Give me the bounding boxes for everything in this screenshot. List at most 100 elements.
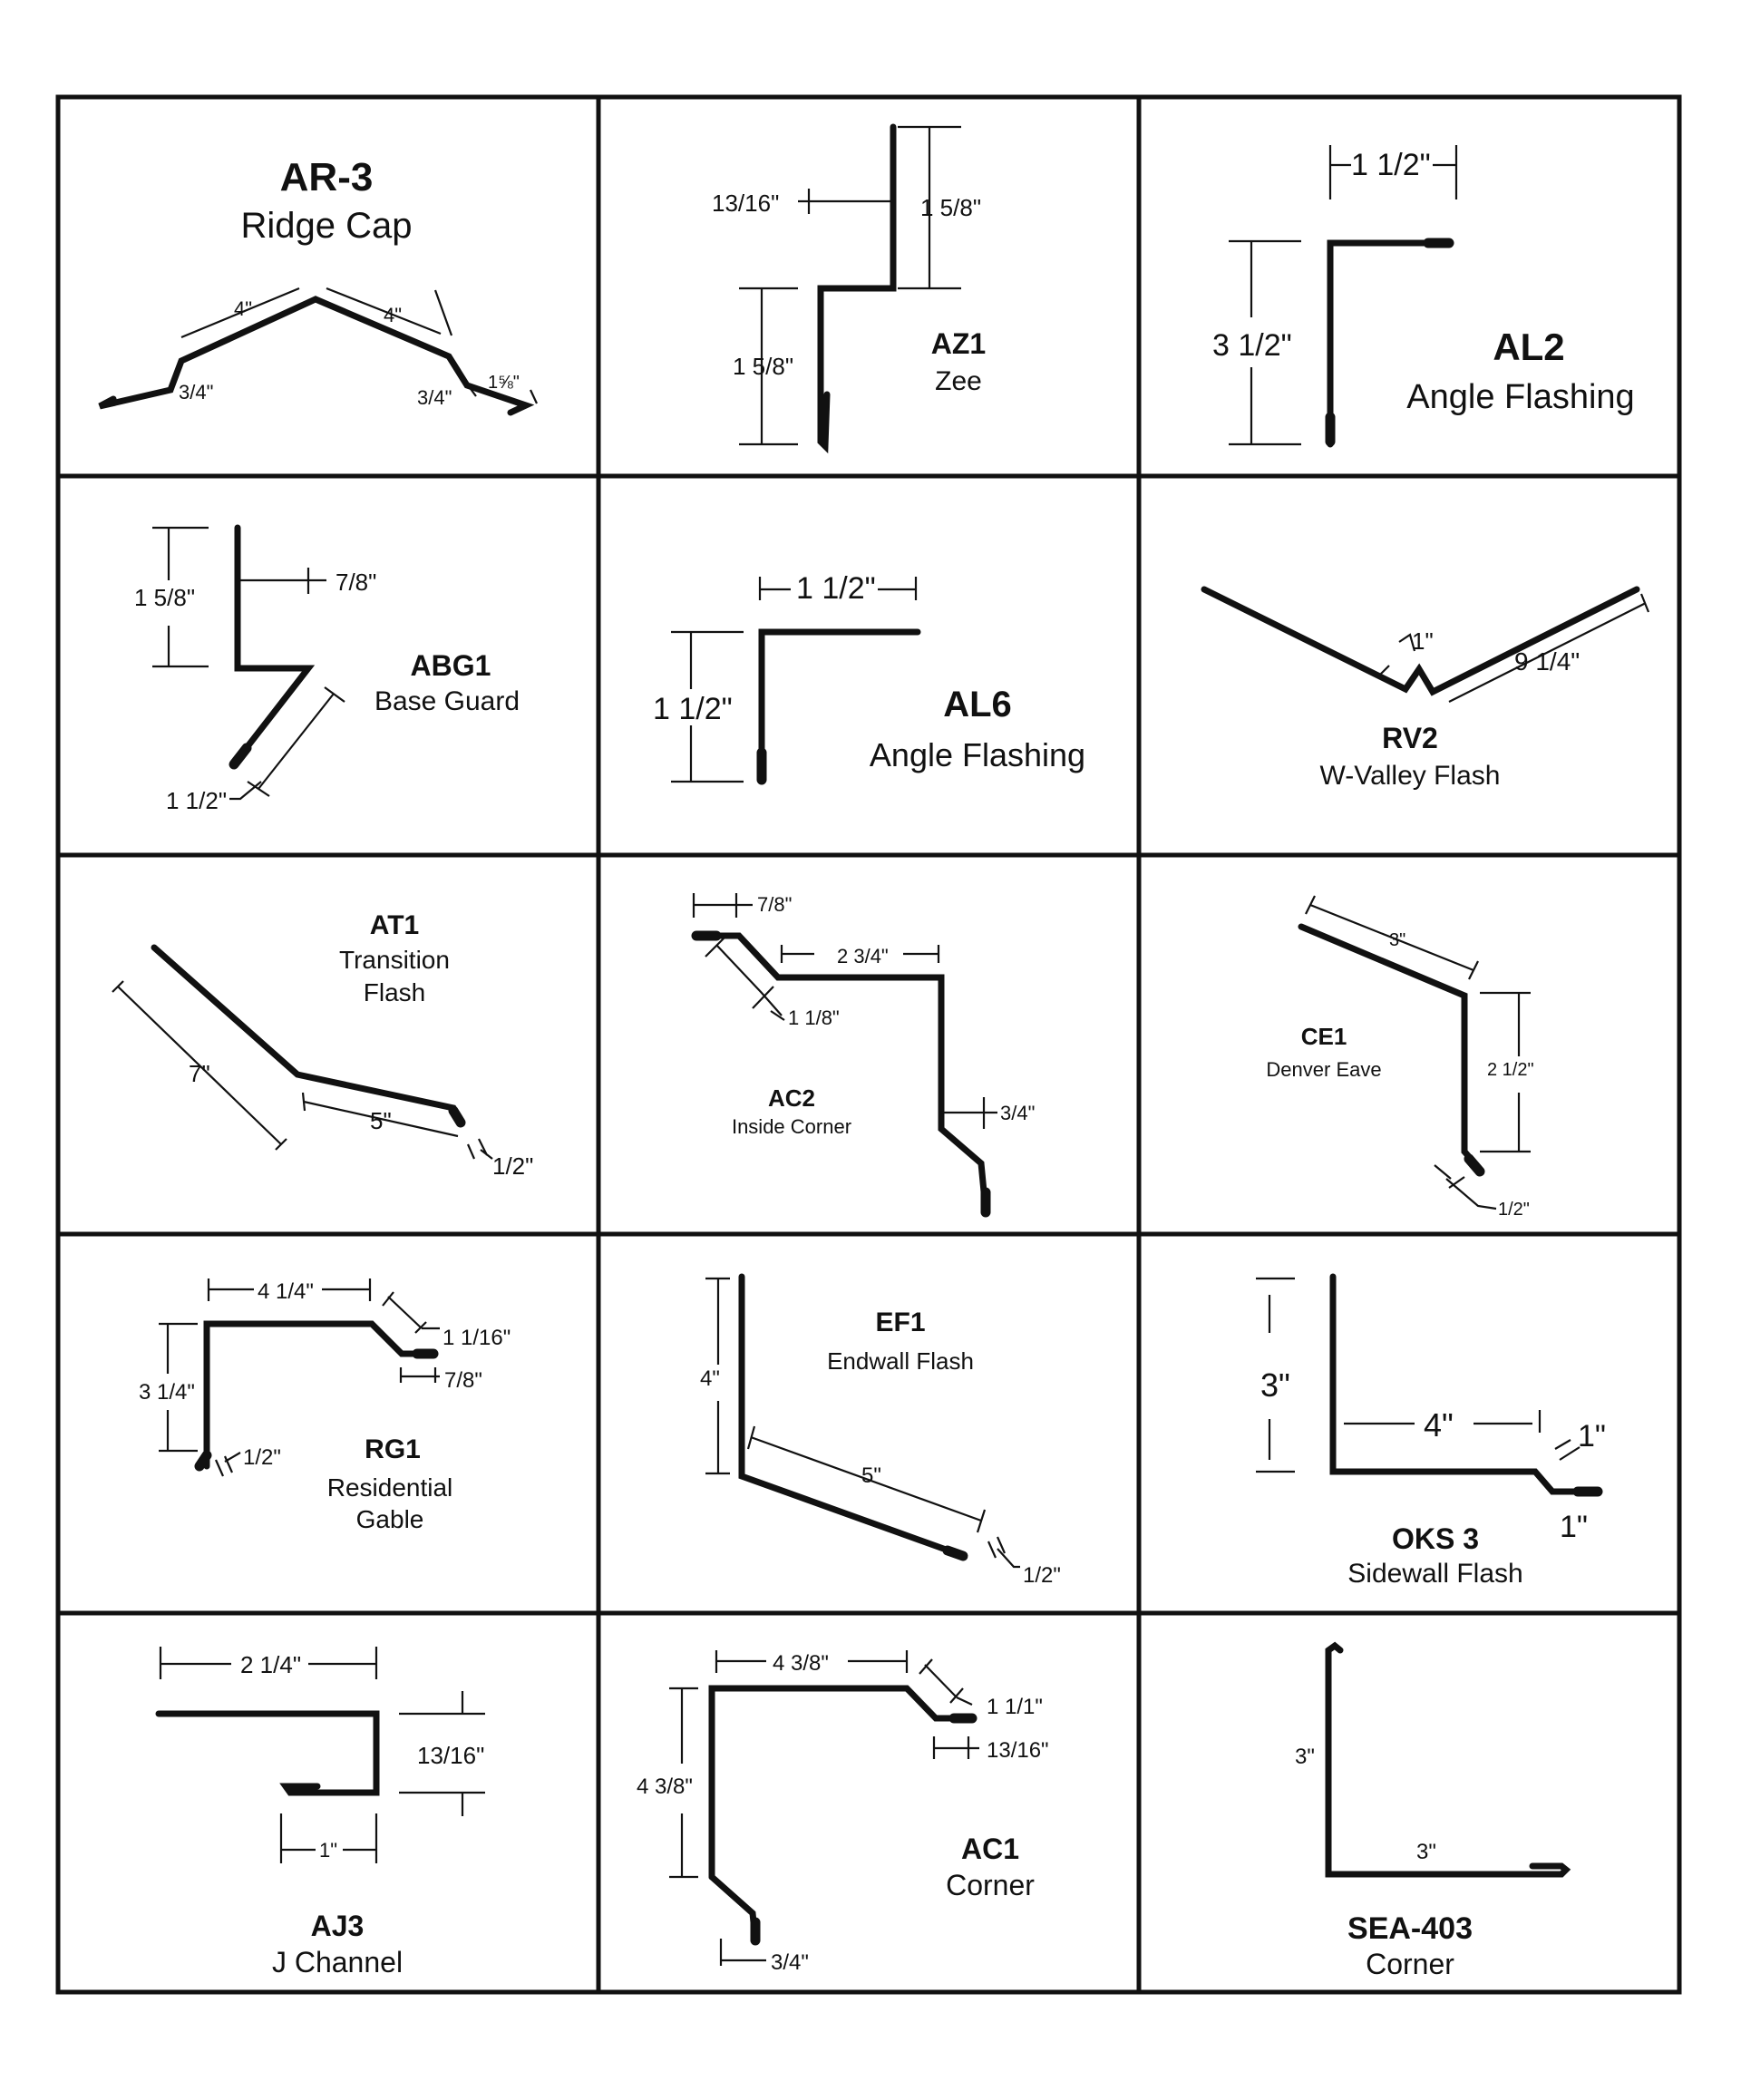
dim-label: 1 1/16" bbox=[443, 1326, 511, 1350]
profile-code: AT1 bbox=[370, 910, 419, 940]
dim-label: 1" bbox=[1412, 627, 1434, 655]
profile-code: RV2 bbox=[1382, 722, 1438, 754]
dim-label: 1 1/2" bbox=[1351, 148, 1431, 182]
dimension-lines bbox=[671, 577, 918, 783]
angle-flashing-profile bbox=[758, 628, 921, 785]
dim-label: 1 1/2" bbox=[796, 571, 876, 606]
dim-label: 2 1/4" bbox=[240, 1651, 301, 1678]
profile-name: Corner bbox=[1366, 1948, 1454, 1980]
profile-cell-ac2: 7/8" 2 3/4" 1 1/8" 3/4" AC2 Inside Corne… bbox=[691, 893, 1035, 1218]
profile-code: AC2 bbox=[768, 1084, 815, 1112]
dim-label: 1/2" bbox=[492, 1152, 533, 1180]
zee-profile bbox=[817, 123, 897, 454]
j-channel-profile bbox=[155, 1710, 380, 1796]
profile-name: Angle Flashing bbox=[1406, 378, 1634, 416]
dim-label: 1 1/8" bbox=[788, 1006, 840, 1029]
dim-label: 1/2" bbox=[1498, 1200, 1530, 1220]
dim-label: 13/16" bbox=[987, 1738, 1049, 1763]
w-valley-profile bbox=[1201, 586, 1640, 696]
dim-label: 7/8" bbox=[336, 569, 376, 596]
base-guard-profile bbox=[232, 524, 316, 765]
profile-cell-al6: 1 1/2" 1 1/2" AL6 Angle Flashing bbox=[653, 571, 1085, 785]
profile-name: Base Guard bbox=[374, 686, 520, 716]
profile-name: Inside Corner bbox=[732, 1115, 851, 1138]
dim-label: 7/8" bbox=[757, 893, 792, 916]
dim-label: 1" bbox=[1578, 1419, 1606, 1453]
dimension-lines bbox=[180, 287, 538, 404]
profile-cell-az1: 13/16" 1 5/8" 1 5/8" AZ1 Zee bbox=[712, 123, 986, 454]
profile-cell-rv2: 1" 9 1/4" RV2 W-Valley Flash bbox=[1201, 586, 1650, 791]
profile-code: AL6 bbox=[943, 685, 1012, 724]
profile-code: EF1 bbox=[875, 1308, 925, 1337]
dim-label: 1/2" bbox=[1023, 1563, 1061, 1588]
profile-cell-sea403: 3" 3" SEA-403 Corner bbox=[1295, 1641, 1571, 1980]
profile-cell-oks3: 3" 4" 1" 1" OKS 3 Sidewall Flash bbox=[1256, 1273, 1606, 1589]
dim-label: 7/8" bbox=[444, 1368, 482, 1393]
dimension-lines bbox=[159, 1278, 440, 1477]
profile-code: CE1 bbox=[1301, 1023, 1347, 1050]
dim-label: 3" bbox=[1389, 930, 1405, 950]
dim-label: 1 5/8" bbox=[733, 353, 793, 380]
dimension-lines bbox=[692, 893, 997, 1129]
dimension-lines bbox=[1256, 1277, 1581, 1473]
dim-label: 2 3/4" bbox=[837, 945, 889, 967]
dim-label: 1/2" bbox=[243, 1445, 281, 1470]
dim-label: 1⅝" bbox=[488, 373, 520, 393]
dimension-lines bbox=[152, 526, 345, 801]
dim-label: 7" bbox=[189, 1060, 210, 1087]
dim-label: 4" bbox=[1424, 1406, 1454, 1444]
dim-label: 1" bbox=[1560, 1510, 1588, 1544]
inside-corner-profile bbox=[693, 932, 989, 1214]
profile-cell-rg1: 4 1/4" 1 1/16" 7/8" 3 1/4" 1/2" RG1 Resi… bbox=[139, 1278, 511, 1533]
dim-label: 3" bbox=[1260, 1366, 1290, 1404]
dimension-lines bbox=[112, 980, 493, 1160]
endwall-flash-profile bbox=[738, 1273, 965, 1559]
profile-code: AR-3 bbox=[280, 155, 374, 199]
dim-label: 4" bbox=[384, 304, 402, 326]
profile-name: Zee bbox=[935, 366, 982, 396]
profile-code: SEA-403 bbox=[1347, 1911, 1473, 1946]
profile-cell-ce1: 3" 2 1/2" 1/2" CE1 Denver Eave bbox=[1266, 895, 1534, 1220]
profile-name: Endwall Flash bbox=[827, 1347, 974, 1375]
profile-cell-al2: 1 1/2" 3 1/2" AL2 Angle Flashing bbox=[1212, 145, 1635, 448]
dim-label: 4 3/8" bbox=[637, 1774, 693, 1799]
dim-label: 1 1/2" bbox=[653, 692, 733, 726]
ridge-cap-profile bbox=[98, 296, 535, 416]
profile-name-line: Residential bbox=[327, 1473, 453, 1502]
profile-name: Denver Eave bbox=[1266, 1058, 1381, 1081]
sidewall-flash-profile bbox=[1329, 1273, 1601, 1495]
profile-cell-aj3: 2 1/4" 13/16" 1" AJ3 J Channel bbox=[155, 1647, 485, 1978]
corner-profile bbox=[1325, 1641, 1571, 1878]
profile-code: RG1 bbox=[365, 1434, 421, 1464]
dim-label: 9 1/4" bbox=[1514, 647, 1580, 676]
profile-name: J Channel bbox=[272, 1946, 403, 1978]
profile-name: Angle Flashing bbox=[870, 736, 1085, 773]
profile-code: AC1 bbox=[961, 1833, 1019, 1865]
dim-label: 2 1/2" bbox=[1487, 1060, 1534, 1080]
dimension-lines bbox=[705, 1277, 1020, 1569]
dim-label: 4 1/4" bbox=[258, 1279, 314, 1304]
dimension-lines bbox=[159, 1647, 485, 1863]
profile-name: Sidewall Flash bbox=[1347, 1559, 1522, 1589]
dimension-lines bbox=[739, 125, 961, 446]
angle-flashing-profile bbox=[1327, 239, 1453, 448]
profile-code: OKS 3 bbox=[1392, 1522, 1479, 1555]
profile-grid bbox=[55, 94, 1682, 1995]
dim-label: 3" bbox=[1295, 1745, 1315, 1769]
dim-label: 3/4" bbox=[771, 1950, 809, 1975]
dim-label: 3 1/2" bbox=[1212, 328, 1292, 363]
dim-label: 4" bbox=[700, 1366, 720, 1391]
profile-name: W-Valley Flash bbox=[1320, 761, 1501, 791]
dimension-lines bbox=[1229, 145, 1458, 446]
dimension-lines bbox=[1305, 895, 1531, 1210]
dim-label: 1 1/2" bbox=[166, 787, 227, 814]
profile-cell-ef1: 4" 5" 1/2" EF1 Endwall Flash bbox=[700, 1273, 1061, 1588]
dim-label: 4" bbox=[234, 297, 252, 320]
dim-label: 13/16" bbox=[417, 1742, 484, 1769]
dim-label: 5" bbox=[861, 1463, 881, 1488]
dim-label: 4 3/8" bbox=[773, 1651, 829, 1676]
profile-cell-at1: 7" 5" 1/2" AT1 Transition Flash bbox=[112, 910, 533, 1180]
profile-cell-ar3: AR-3 Ridge Cap 4" 4" 3/4" 3/4" 1⅝" bbox=[98, 155, 538, 416]
dim-label: 5" bbox=[370, 1107, 392, 1134]
